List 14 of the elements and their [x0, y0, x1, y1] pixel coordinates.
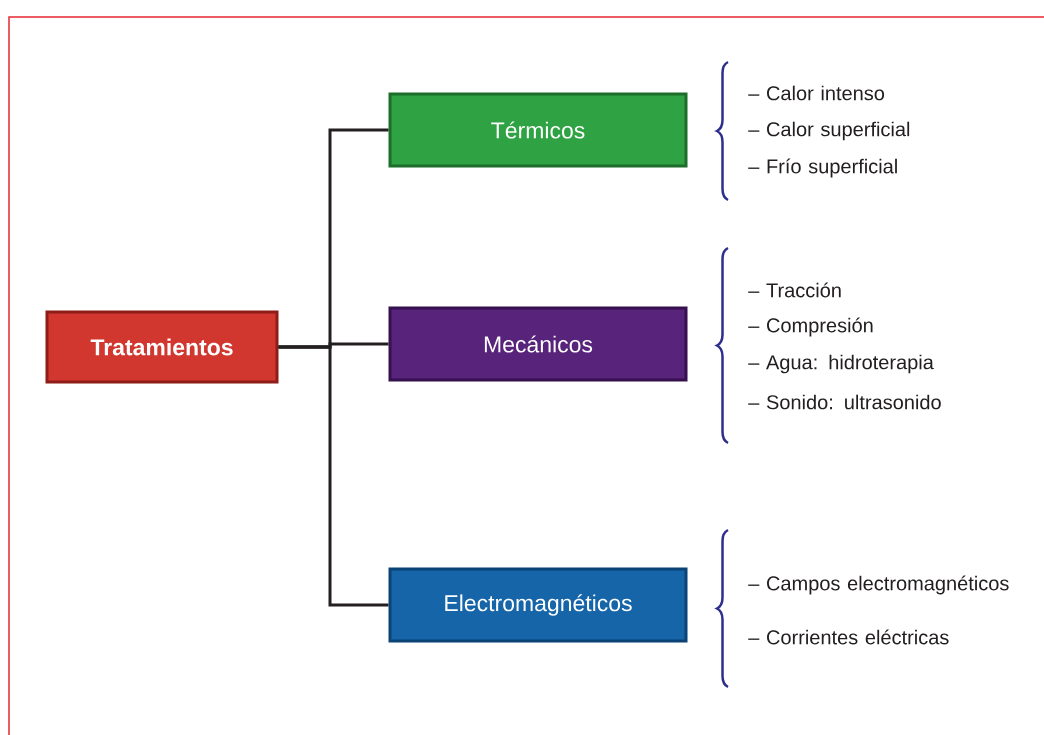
list-item: – Compresión [748, 317, 873, 337]
category-box: Tratamientos [45, 310, 279, 384]
category-box: Térmicos [388, 92, 688, 168]
list-item: – Calor superficial [748, 121, 910, 141]
list-item: – Tracción [748, 282, 841, 298]
list-item: – Calor intenso [748, 85, 885, 101]
list-item: – Corrientes eléctricas [748, 629, 949, 645]
list-item: – Campos electromagnéticos [748, 575, 1009, 595]
list-item: – Agua: hidroterapia [748, 354, 934, 374]
list-item: – Frío superficial [748, 158, 897, 178]
tree-connector [278, 345, 389, 607]
category-box: Electromagnéticos [388, 567, 688, 643]
list-item: – Sonido: ultrasonido [748, 394, 941, 410]
category-box: Mecánicos [388, 306, 688, 382]
